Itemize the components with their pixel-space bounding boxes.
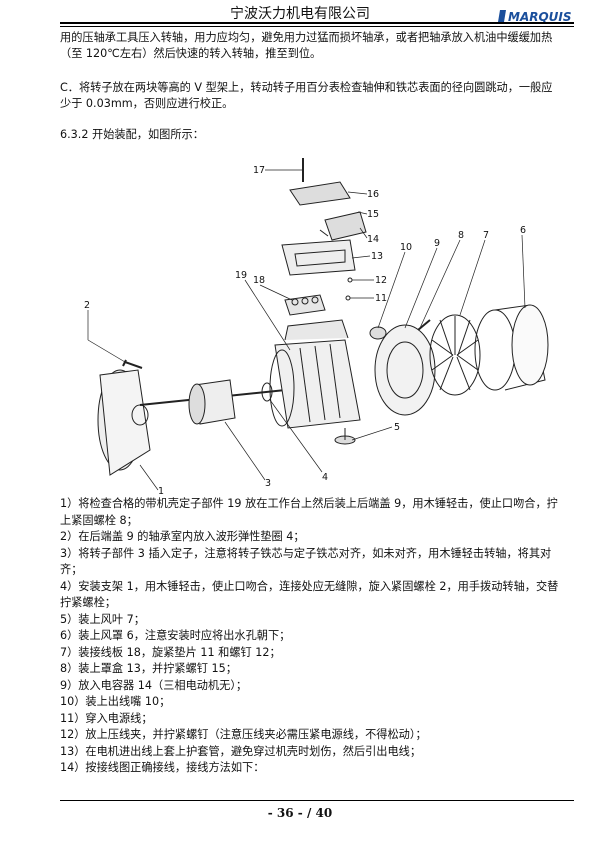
fan-cover-part [474, 304, 549, 391]
callout-16: 16 [367, 189, 379, 200]
box-cover-part [289, 181, 351, 206]
callout-7: 7 [483, 230, 489, 241]
callout-10: 10 [400, 242, 412, 253]
callout-17: 17 [253, 165, 265, 176]
step-item: 10）装上出线嘴 10； [60, 695, 171, 708]
step-item: 5）装上风叶 7； [60, 612, 145, 626]
exploded-motor-diagram: 1 2 3 4 5 6 7 8 9 10 11 12 13 14 15 16 1… [84, 158, 549, 495]
rotor-part [188, 379, 236, 425]
outlet-nozzle-part [334, 428, 356, 445]
step-item: 4）安装支架 1，用木锤轻击，使止口吻合，连接处应无缝隙，旋入紧固螺栓 2，用手… [60, 579, 559, 610]
marquis-logo: MARQUIS [498, 10, 572, 24]
rear-end-shield-part [374, 324, 436, 416]
callout-12: 12 [375, 275, 387, 286]
bearing-part [369, 326, 387, 340]
callout-5: 5 [394, 422, 400, 433]
callout-9: 9 [434, 238, 440, 249]
assembly-steps: 1）将检查合格的带机壳定子部件 19 放在工作台上然后装上后端盖 9，用木锤轻击… [60, 496, 560, 777]
step-item: 11）穿入电源线； [60, 711, 153, 725]
section-heading: 6.3.2 开始装配，如图所示： [60, 128, 204, 141]
callout-3: 3 [265, 478, 271, 489]
callout-15: 15 [367, 209, 379, 220]
step-item: 13）在电机进出线上套上护套管，避免穿过机壳时划伤，然后引出电线； [60, 744, 422, 758]
svg-text:MARQUIS: MARQUIS [508, 10, 572, 24]
bolt-part [122, 359, 143, 369]
intro-paragraph-2: C．将转子放在两块等高的 V 型架上，转动转子用百分表检查轴伸和铁芯表面的径向圆… [60, 81, 553, 110]
step-item: 3）将转子部件 3 插入定子，注意将转子铁芯与定子铁芯对齐，如未对齐，用木锤轻击… [60, 546, 552, 577]
capacitor-part [319, 211, 367, 241]
page-number: - 36 - / 40 [267, 806, 333, 820]
step-item: 8）装上罩盒 13，并拧紧螺钉 15； [60, 662, 237, 675]
step-item: 12）放上压线夹，并拧紧螺钉（注意压线夹必需压紧电源线，不得松动）； [60, 728, 427, 741]
callout-19: 19 [235, 270, 247, 281]
header-rule-thin [60, 26, 574, 27]
step-item: 9）放入电容器 14（三相电动机无）； [60, 678, 248, 692]
step-item: 7）装接线板 18，旋紧垫片 11 和螺钉 12； [60, 645, 281, 659]
step-item: 2）在后端盖 9 的轴承室内放入波形弹性垫圈 4； [60, 530, 305, 543]
footer-rule [60, 800, 574, 801]
callout-11: 11 [375, 293, 387, 304]
intro-paragraph-1: 用的压轴承工具压入转轴，用力应均匀，避免用力过猛而损坏轴承，或者把轴承放入机油中… [60, 31, 553, 60]
callout-18: 18 [253, 275, 265, 286]
washer-part [345, 295, 351, 301]
stator-housing-part [269, 319, 361, 429]
rear-bolt-part [417, 319, 431, 331]
callout-4: 4 [322, 472, 328, 483]
wave-washer-part [261, 382, 273, 402]
step-item: 6）装上风罩 6，注意安装时应将出水孔朝下； [60, 629, 291, 642]
callout-8: 8 [458, 230, 464, 241]
company-name: 宁波沃力机电有限公司 [230, 6, 370, 22]
front-bracket-part [97, 369, 151, 476]
terminal-box-part [281, 239, 356, 276]
header-rule [60, 22, 574, 24]
terminal-block-part [284, 294, 326, 316]
screw-part [347, 277, 353, 283]
callout-13: 13 [371, 251, 383, 262]
step-item: 1）将检查合格的带机壳定子部件 19 放在工作台上然后装上后端盖 9，用木锤轻击… [60, 497, 558, 527]
step-item: 14）按接线图正确接线，接线方法如下： [60, 761, 265, 774]
callout-14: 14 [367, 234, 379, 245]
callout-6: 6 [520, 225, 526, 236]
callout-1: 1 [158, 486, 164, 495]
fan-part [429, 314, 481, 396]
callout-2: 2 [84, 300, 90, 311]
